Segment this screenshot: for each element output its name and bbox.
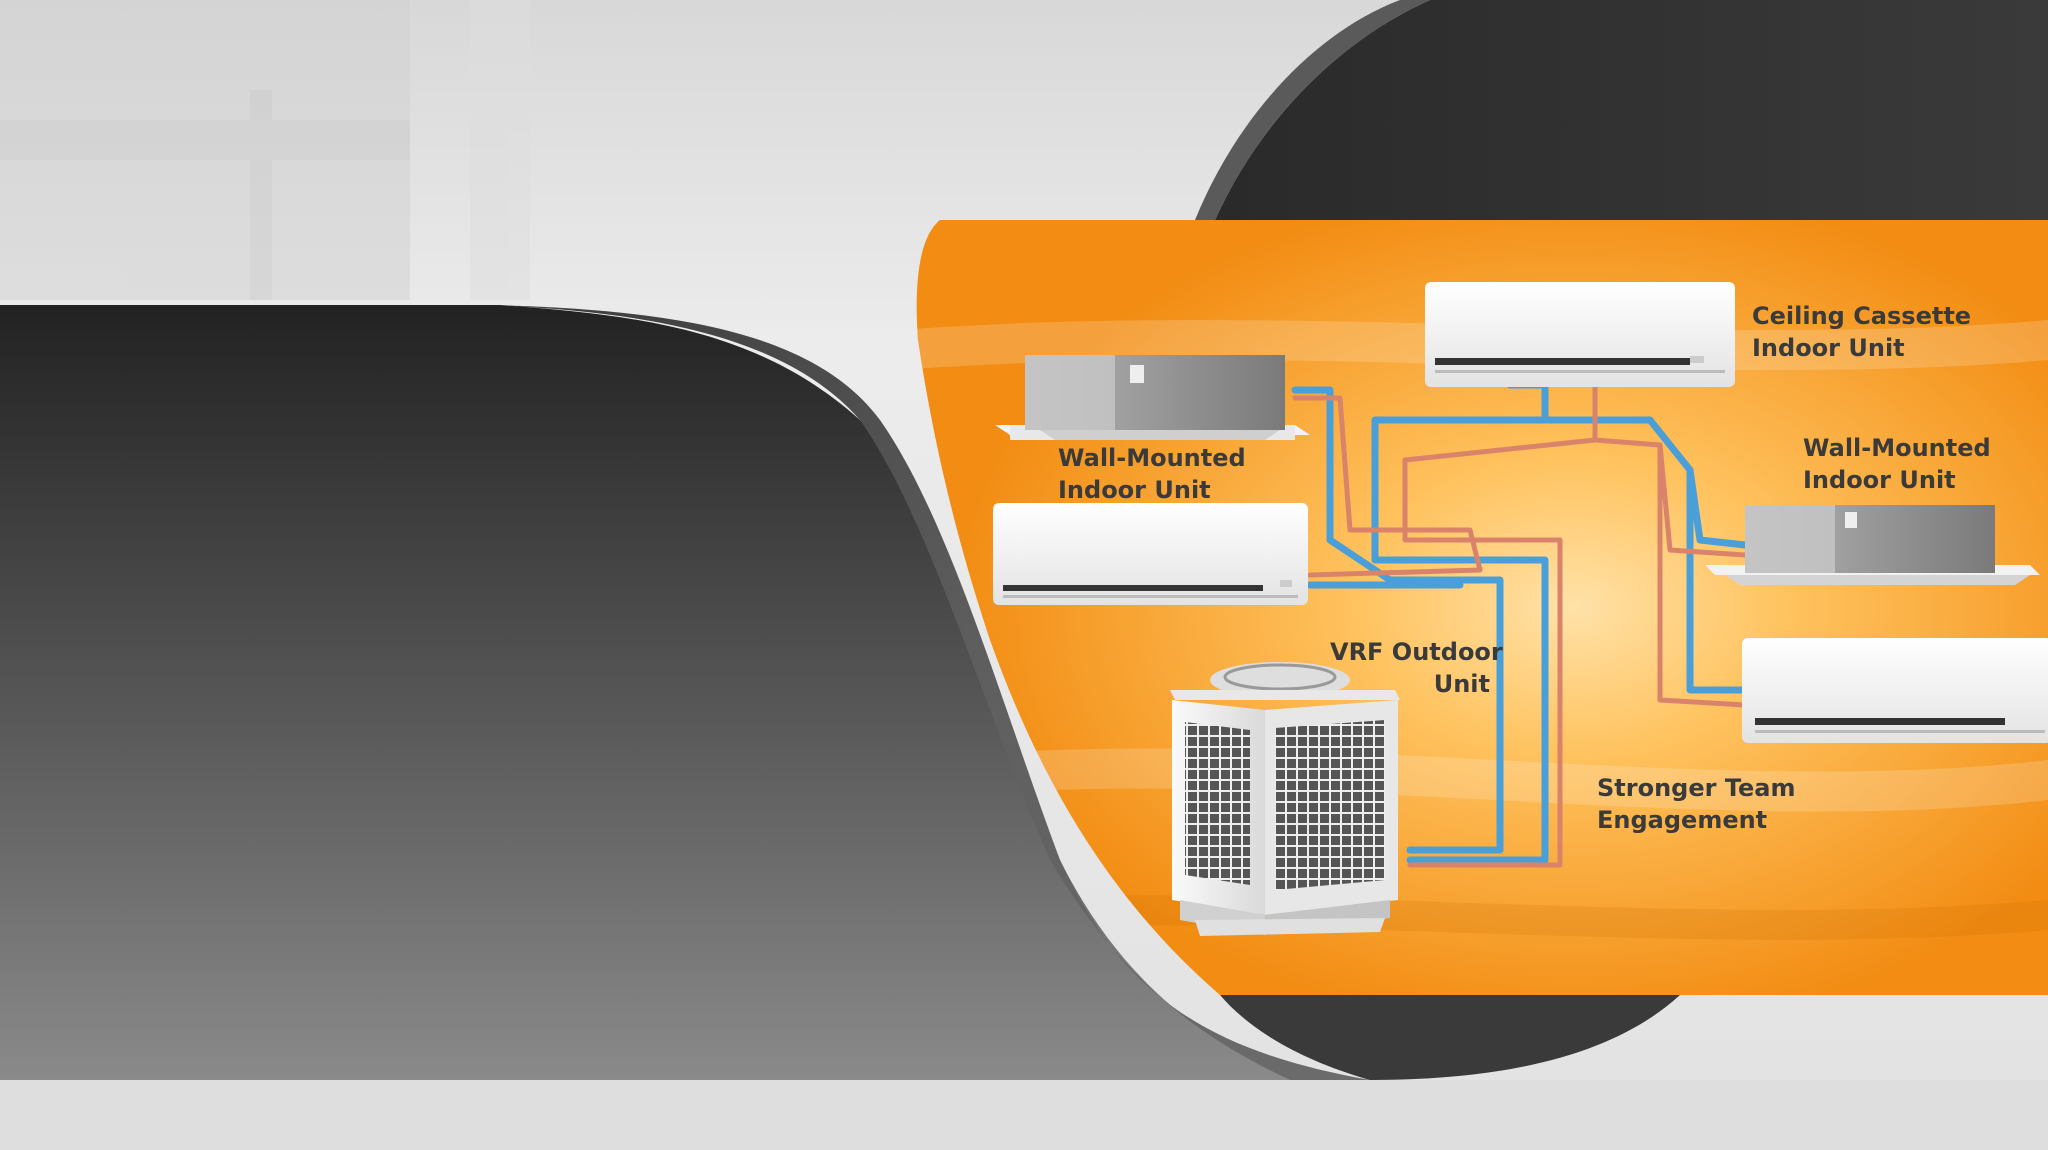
wall-mounted-unit-left	[993, 503, 1308, 605]
label-vrf-outdoor: VRF Outdoor Unit	[1330, 636, 1503, 700]
label-wall-mounted-right-line1: Wall-Mounted	[1803, 434, 1991, 462]
label-wall-mounted-left-line1: Wall-Mounted	[1058, 444, 1246, 472]
top-ribbon	[1195, 0, 1430, 220]
ceiling-cassette-unit-left	[995, 355, 1310, 440]
label-ceiling-cassette: Ceiling Cassette Indoor Unit	[1752, 300, 1971, 364]
label-vrf-outdoor-line2: Unit	[1433, 670, 1490, 698]
left-dark-shape	[0, 305, 1290, 1080]
bottom-dark-shape	[1220, 995, 1680, 1080]
label-wall-mounted-right: Wall-Mounted Indoor Unit	[1803, 432, 1991, 496]
top-dark-shape	[1215, 0, 2048, 220]
label-vrf-outdoor-line1: VRF Outdoor	[1330, 638, 1503, 666]
label-wall-mounted-left-line2: Indoor Unit	[1058, 476, 1211, 504]
label-team-engagement-line1: Stronger Team	[1597, 774, 1796, 802]
label-ceiling-cassette-line1: Ceiling Cassette	[1752, 302, 1972, 330]
label-team-engagement: Stronger Team Engagement	[1597, 772, 1795, 836]
refrigerant-pipes	[1291, 381, 1749, 868]
vrf-outdoor-unit	[1170, 662, 1400, 936]
label-ceiling-cassette-line2: Indoor Unit	[1752, 334, 1905, 362]
label-wall-mounted-right-line2: Indoor Unit	[1803, 466, 1956, 494]
ceiling-cassette-unit-top	[1425, 282, 1735, 387]
wall-mounted-unit-right	[1742, 638, 2048, 743]
label-team-engagement-line2: Engagement	[1597, 806, 1768, 834]
label-wall-mounted-left: Wall-Mounted Indoor Unit	[1058, 442, 1246, 506]
ceiling-cassette-unit-right	[1705, 505, 2040, 585]
